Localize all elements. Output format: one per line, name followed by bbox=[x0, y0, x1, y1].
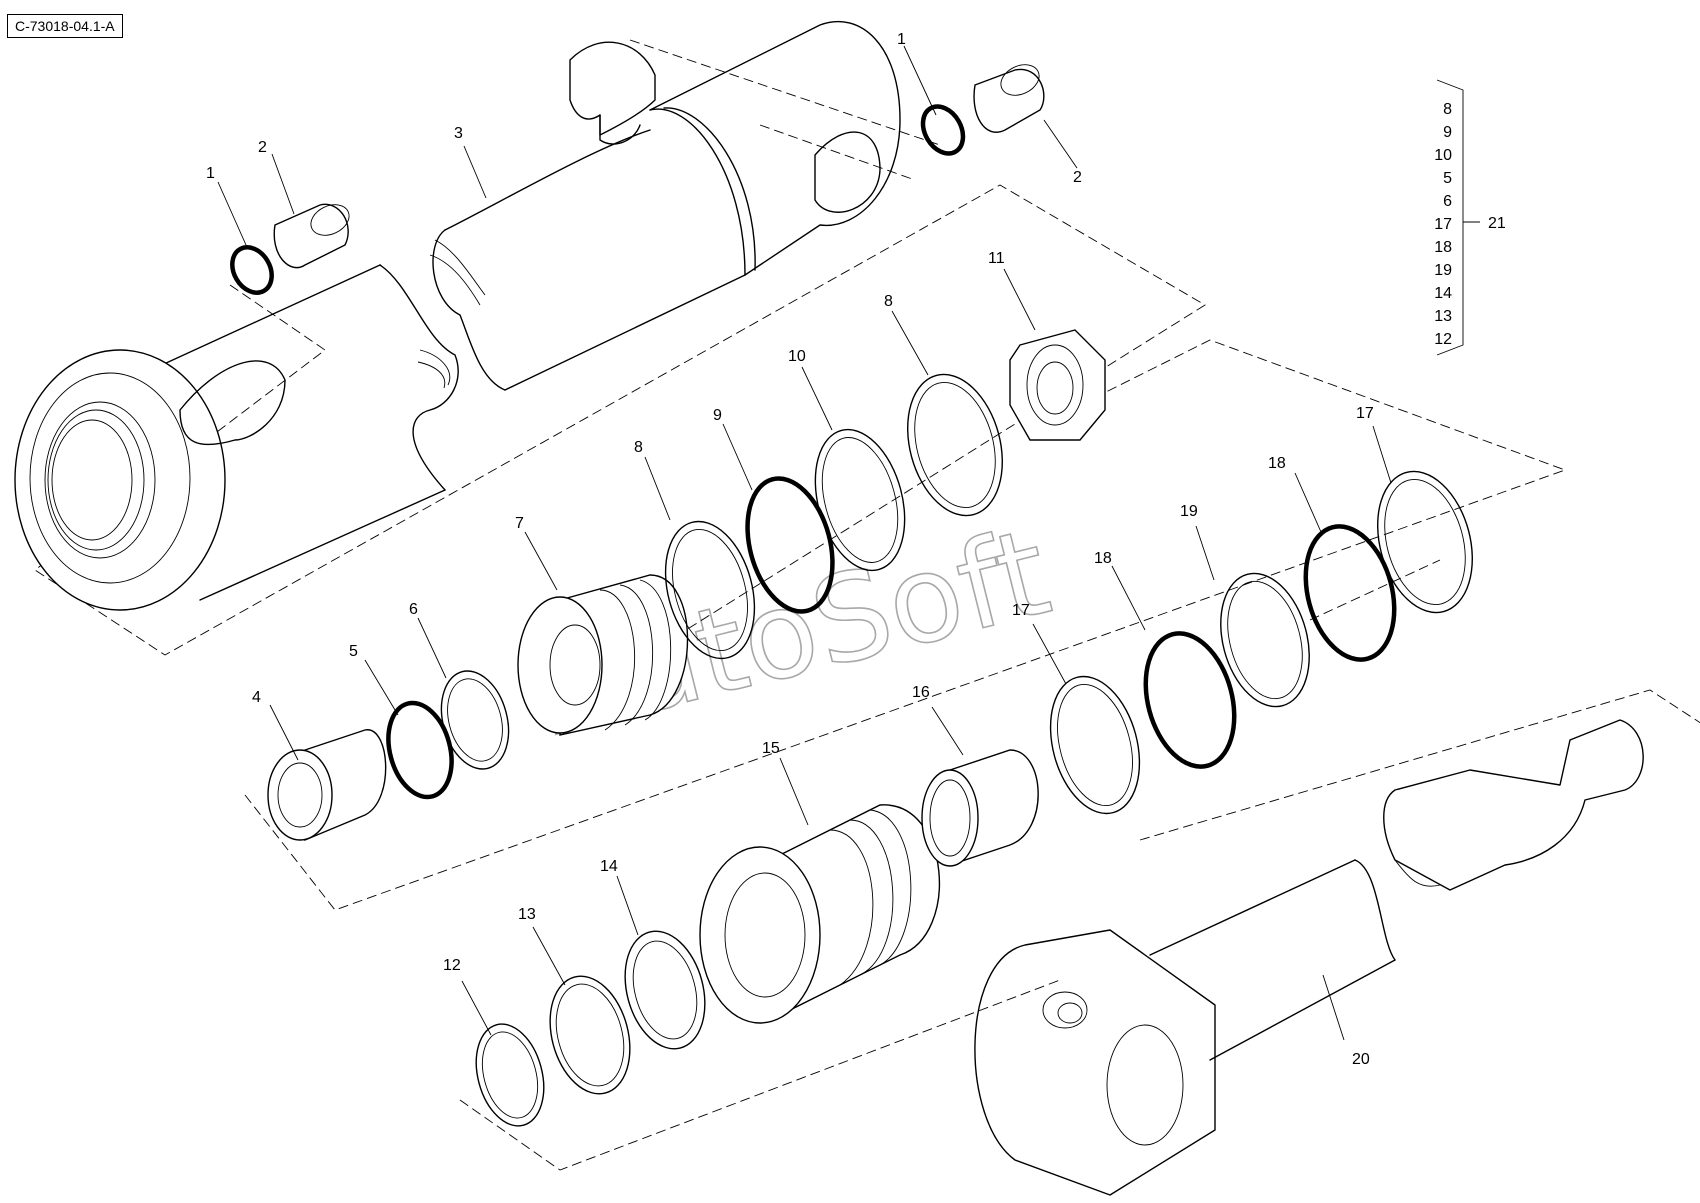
kit-item: 6 bbox=[1443, 193, 1452, 210]
gland-15 bbox=[699, 846, 821, 1024]
kit-item: 12 bbox=[1434, 331, 1452, 348]
tube-thread bbox=[44, 401, 156, 559]
kit-item: 8 bbox=[1443, 101, 1452, 118]
seal-14 bbox=[624, 930, 706, 1050]
callout-2-right: 2 bbox=[1073, 169, 1082, 186]
callout-3: 3 bbox=[454, 125, 463, 142]
callout-8-upper: 8 bbox=[884, 293, 893, 310]
callout-8-lower: 8 bbox=[634, 439, 643, 456]
port-boss-left bbox=[179, 360, 286, 446]
callout-12: 12 bbox=[443, 957, 461, 974]
kit-label-21: 21 bbox=[1488, 215, 1506, 232]
figure-code: C-73018-04.1-A bbox=[7, 14, 123, 38]
assembly-axes bbox=[34, 39, 1700, 1171]
elbow-port bbox=[569, 41, 656, 136]
callout-18-lower: 18 bbox=[1094, 550, 1112, 567]
piston-row bbox=[267, 329, 1106, 842]
leader-lines bbox=[217, 45, 1392, 1041]
callout-17-lower: 17 bbox=[1012, 602, 1030, 619]
piston-7 bbox=[517, 596, 603, 734]
callout-13: 13 bbox=[518, 906, 536, 923]
port-boss-right bbox=[814, 131, 881, 213]
callout-14: 14 bbox=[600, 858, 618, 875]
callout-17-upper: 17 bbox=[1356, 405, 1374, 422]
ring-17-lower bbox=[1049, 675, 1141, 815]
ring-8-lower bbox=[664, 520, 756, 660]
callout-18-upper: 18 bbox=[1268, 455, 1286, 472]
kit-item: 13 bbox=[1434, 308, 1452, 325]
callout-20: 20 bbox=[1352, 1051, 1370, 1068]
callout-6: 6 bbox=[409, 601, 418, 618]
ring-17-upper bbox=[1377, 470, 1473, 614]
callout-15: 15 bbox=[762, 740, 780, 757]
kit-bracket bbox=[1436, 79, 1480, 356]
cylinder-tube bbox=[14, 20, 901, 611]
tube-flange bbox=[14, 349, 226, 611]
kit-item: 5 bbox=[1443, 170, 1452, 187]
ring-18-lower bbox=[1143, 631, 1237, 769]
bush-16 bbox=[921, 769, 979, 867]
callout-11: 11 bbox=[988, 250, 1005, 267]
kit-item: 10 bbox=[1434, 147, 1452, 164]
piston-rod bbox=[1149, 859, 1396, 1061]
ring-13 bbox=[549, 975, 631, 1095]
callout-10: 10 bbox=[788, 348, 806, 365]
ring-5 bbox=[386, 700, 454, 800]
o-ring-1-right bbox=[920, 104, 966, 156]
rod-eye bbox=[974, 929, 1216, 1196]
port-plugs bbox=[230, 64, 1045, 295]
ring-8-upper bbox=[907, 373, 1003, 517]
ring-19 bbox=[1220, 572, 1310, 708]
callout-19: 19 bbox=[1180, 503, 1198, 520]
kit-item: 17 bbox=[1434, 216, 1452, 233]
kit-item: 9 bbox=[1443, 124, 1452, 141]
gland-row bbox=[475, 470, 1644, 1196]
callout-labels: 1 2 1 2 3 4 5 6 7 8 9 10 8 11 12 13 14 1… bbox=[206, 31, 1374, 1068]
ring-6 bbox=[440, 670, 510, 770]
callout-4: 4 bbox=[252, 689, 261, 706]
kit-item: 18 bbox=[1434, 239, 1452, 256]
kit-list: 8 9 10 5 6 17 18 19 14 13 12 21 bbox=[1434, 79, 1506, 356]
callout-16: 16 bbox=[912, 684, 930, 701]
callout-7: 7 bbox=[515, 515, 524, 532]
callout-1-left: 1 bbox=[206, 165, 215, 182]
callout-2-left: 2 bbox=[258, 139, 267, 156]
callout-1-right: 1 bbox=[897, 31, 906, 48]
plug-2-right bbox=[973, 68, 1045, 133]
nut-11 bbox=[1009, 329, 1106, 441]
callout-9: 9 bbox=[713, 407, 722, 424]
seal-12 bbox=[475, 1023, 545, 1127]
ring-10 bbox=[814, 428, 906, 572]
kit-item: 14 bbox=[1434, 285, 1452, 302]
ring-18-upper bbox=[1303, 524, 1397, 662]
kit-item: 19 bbox=[1434, 262, 1452, 279]
o-ring-1-left bbox=[230, 245, 274, 295]
plug-2-left bbox=[273, 203, 349, 269]
callout-5: 5 bbox=[349, 643, 358, 660]
